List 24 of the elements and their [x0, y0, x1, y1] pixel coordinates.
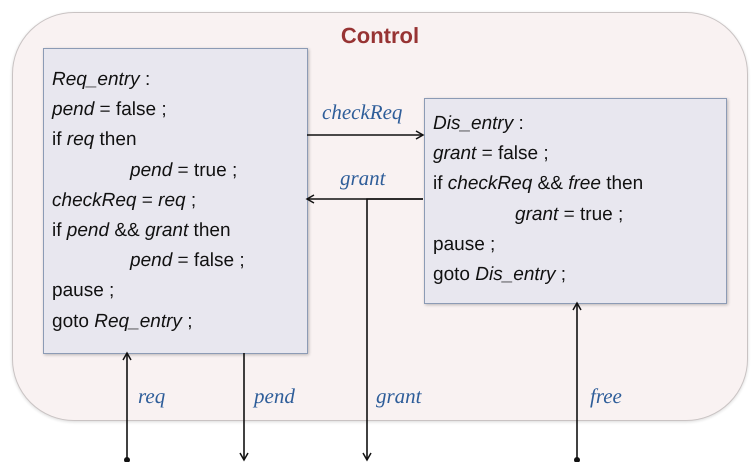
code-line: grant = true ; — [515, 204, 624, 226]
module-title: Control — [340, 23, 420, 49]
code-label-line: goto Dis_entry ; — [433, 264, 566, 286]
code-line: pend = true ; — [130, 160, 238, 182]
code-line: pend = false ; — [130, 250, 245, 272]
code-line: grant = false ; — [433, 143, 549, 166]
arrow — [239, 353, 249, 461]
code-line: if checkReq && free then — [433, 173, 644, 196]
code-line: if req then — [52, 129, 137, 152]
code-box — [43, 48, 308, 354]
code-label-line: Dis_entry : — [433, 113, 524, 135]
code-line: checkReq = req ; — [52, 190, 196, 212]
arrow — [307, 130, 424, 140]
arrow — [572, 302, 582, 462]
arrow — [362, 198, 423, 461]
code-label-line: goto Req_entry ; — [52, 310, 192, 333]
code-label-line: Req_entry : — [52, 69, 150, 91]
code-box — [424, 98, 727, 304]
module-container — [12, 12, 748, 421]
code-line: pend = false ; — [52, 99, 167, 122]
code-line: if pend && grant then — [52, 220, 231, 242]
arrow — [122, 352, 132, 462]
code-line: pause ; — [433, 234, 496, 256]
code-line: pause ; — [52, 280, 114, 302]
